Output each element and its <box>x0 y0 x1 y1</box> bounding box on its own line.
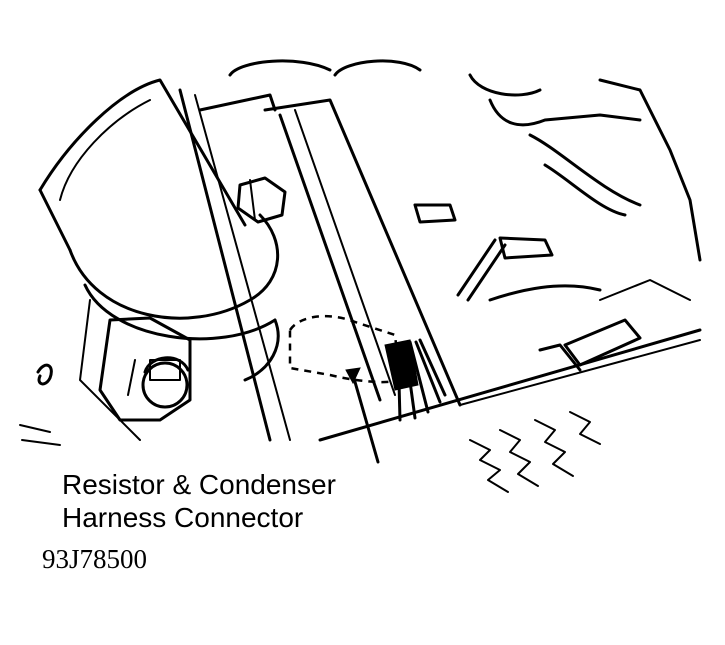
connector-highlight <box>288 315 402 384</box>
mounting-bolt <box>98 316 192 422</box>
hatch-marks <box>469 411 601 493</box>
detail-mark-left <box>19 363 61 446</box>
callout-label-line-1: Resistor & Condenser <box>62 469 336 500</box>
cylinder-component <box>38 78 280 441</box>
lower-right-component <box>488 279 691 372</box>
frame-rail <box>318 328 702 442</box>
leader-arrow <box>345 367 380 464</box>
hex-nut <box>236 176 287 224</box>
center-bracket <box>178 88 462 442</box>
figure-id: 93J78500 <box>42 544 148 574</box>
callout-label-line-2: Harness Connector <box>62 502 304 533</box>
upper-hoses <box>228 59 702 262</box>
hose-clamp <box>413 203 554 302</box>
harness-connector <box>384 338 447 422</box>
